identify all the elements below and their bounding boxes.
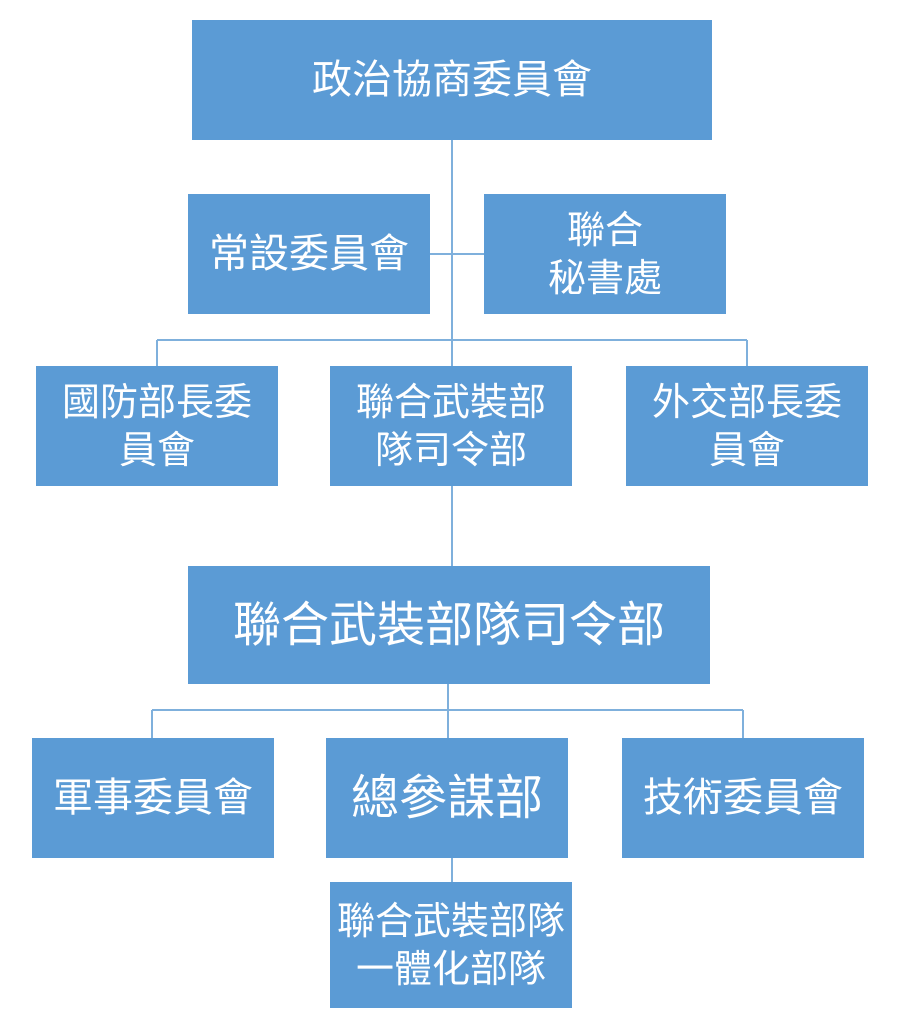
- joint-secretariat-line1: 聯合: [566, 208, 643, 252]
- top-committee-box: 政治協商委員會: [192, 20, 712, 140]
- joint-armed-forces-line1: 聯合武裝部: [355, 380, 546, 424]
- foreign-ministers-line2: 員會: [708, 428, 785, 472]
- joint-armed-forces-command-box: 聯合武裝部 隊司令部: [330, 366, 572, 486]
- standing-committee-label: 常設委員會: [209, 231, 409, 277]
- integrated-forces-box: 聯合武裝部隊 一體化部隊: [330, 882, 572, 1008]
- military-committee-box: 軍事委員會: [32, 738, 274, 858]
- general-staff-label: 總參謀部: [350, 770, 543, 826]
- technical-committee-box: 技術委員會: [622, 738, 864, 858]
- joint-command-label: 聯合武裝部隊司令部: [232, 597, 665, 653]
- defense-ministers-line2: 員會: [118, 428, 195, 472]
- integrated-forces-line2: 一體化部隊: [355, 947, 546, 991]
- military-committee-label: 軍事委員會: [53, 775, 253, 821]
- integrated-forces-line1: 聯合武裝部隊: [336, 899, 565, 943]
- foreign-ministers-committee-box: 外交部長委 員會: [626, 366, 868, 486]
- joint-armed-forces-line2: 隊司令部: [374, 428, 527, 472]
- top-committee-label: 政治協商委員會: [312, 57, 592, 103]
- defense-ministers-line1: 國防部長委: [61, 380, 252, 424]
- foreign-ministers-line1: 外交部長委: [651, 380, 842, 424]
- technical-committee-label: 技術委員會: [643, 775, 843, 821]
- standing-committee-box: 常設委員會: [188, 194, 430, 314]
- joint-command-box: 聯合武裝部隊司令部: [188, 566, 710, 684]
- defense-ministers-committee-box: 國防部長委 員會: [36, 366, 278, 486]
- joint-secretariat-line2: 秘書處: [547, 256, 662, 300]
- joint-secretariat-box: 聯合 秘書處: [484, 194, 726, 314]
- general-staff-box: 總參謀部: [326, 738, 568, 858]
